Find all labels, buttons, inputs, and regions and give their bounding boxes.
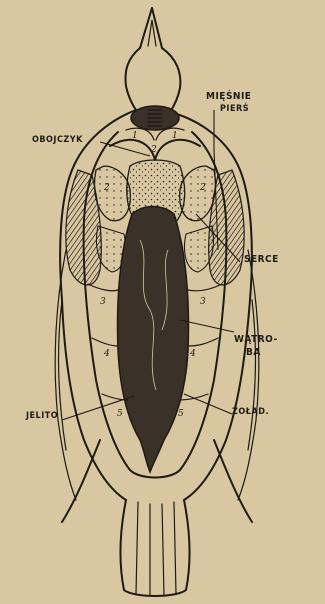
label-watroba-line2: BA	[246, 348, 278, 358]
leader-obojczyk	[100, 142, 150, 156]
region-number: 2	[103, 183, 110, 193]
region-number: 1	[132, 131, 138, 141]
region-number: 2	[199, 183, 206, 193]
label-jelito: JELITO	[26, 412, 58, 421]
region-number: 3	[200, 297, 206, 307]
left-wing	[55, 250, 76, 500]
region-number: 1	[172, 131, 178, 141]
region-number: 5	[178, 409, 184, 419]
region-number: 4	[189, 349, 196, 359]
region-number: 3	[100, 297, 106, 307]
label-miesnie-line1: MIĘŚNIE	[206, 92, 251, 102]
label-serce: SERCE	[244, 255, 279, 265]
label-watroba-line1: WĄTRO-	[234, 335, 278, 345]
region-number: 2	[150, 145, 157, 155]
region-number: 4	[103, 349, 110, 359]
central-organ-mass	[118, 207, 189, 473]
label-miesnie-line2: PIERŚ	[220, 105, 251, 114]
right-leg	[214, 440, 252, 522]
leader-zolad	[184, 394, 232, 414]
left-lung	[95, 166, 131, 221]
left-leg	[62, 440, 100, 522]
head-outline	[126, 48, 181, 112]
tail-outline	[120, 500, 189, 596]
label-zolad: ŻOŁĄD.	[232, 408, 269, 417]
label-miesnie-piersiowe: MIĘŚNIE PIERŚ	[206, 92, 251, 114]
label-watroba: WĄTRO- BA	[234, 335, 278, 358]
label-obojczyk: OBOJCZYK	[32, 136, 83, 145]
region-number: 5	[117, 409, 123, 419]
tail-feathers	[136, 502, 176, 596]
